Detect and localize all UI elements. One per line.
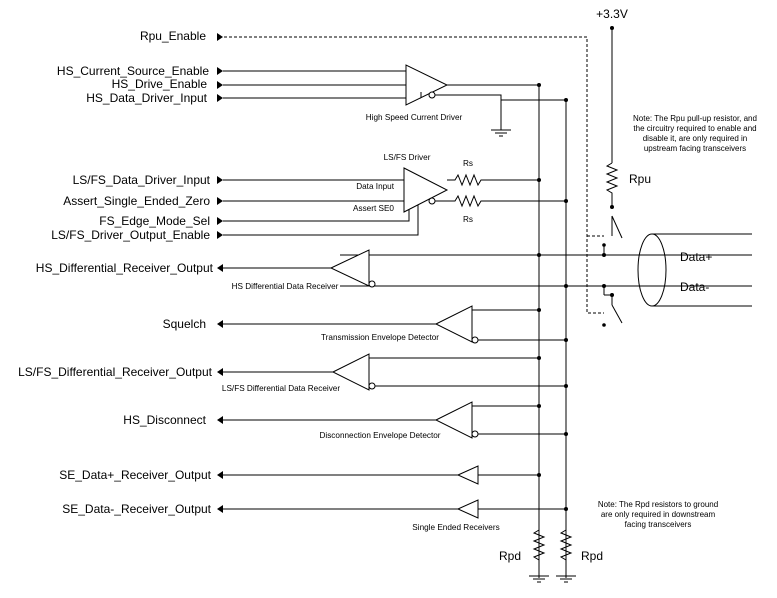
label-hs-drive-enable: HS_Drive_Enable: [112, 77, 208, 91]
wire-fs-edge: [223, 205, 410, 222]
label-rs-top: Rs: [463, 159, 473, 168]
label-transmission-envelope: Transmission Envelope Detector: [321, 333, 439, 342]
label-rpu: Rpu: [629, 172, 651, 186]
label-hs-diff-receiver: HS Differential Data Receiver: [232, 282, 339, 291]
lsfs-driver-inv-bubble: [428, 197, 436, 205]
label-hs-current-driver: High Speed Current Driver: [366, 113, 463, 122]
label-lsfs-differential-receiver-output: LS/FS_Differential_Receiver_Output: [18, 365, 213, 379]
label-lsfs-data-driver-input: LS/FS_Data_Driver_Input: [73, 173, 211, 187]
label-se-data-plus-receiver-output: SE_Data+_Receiver_Output: [59, 468, 211, 482]
junction-dplus-rpu: [602, 253, 606, 257]
arrow-se0: [217, 197, 223, 205]
rpu-note-line-3: disable it, are only required in: [643, 134, 748, 143]
arrow-hs-disconnect: [217, 416, 223, 424]
junction-dminus-bus: [564, 284, 568, 288]
junction-disc-plus: [537, 404, 541, 408]
junction-lsfs-rx-plus: [537, 356, 541, 360]
label-lsfs-driver: LS/FS Driver: [384, 153, 431, 162]
wire-lsfs-oe: [223, 205, 419, 236]
label-rpu-enable: Rpu_Enable: [140, 29, 206, 43]
label-data-plus: Data+: [680, 250, 712, 264]
rpu-note-line-1: Note: The Rpu pull-up resistor, and: [633, 114, 757, 123]
junction-hs-minus: [564, 98, 568, 102]
hs-diff-inv-bubble: [368, 280, 376, 288]
label-data-minus: Data-: [680, 280, 709, 294]
arrow-rpu-enable: [217, 33, 223, 41]
disconnection-inv-bubble: [471, 430, 479, 438]
junction-lsfs-rx-minus: [564, 384, 568, 388]
rpu-enable-dashed-line: [224, 36, 604, 314]
transmission-envelope-symbol: [434, 305, 473, 343]
label-rpd-right: Rpd: [581, 549, 603, 563]
lsfs-diff-receiver-symbol: [331, 353, 370, 391]
junction-disc-minus: [564, 432, 568, 436]
rpu-note-line-2: the circuitry required to enable and: [633, 124, 756, 133]
label-squelch: Squelch: [163, 317, 206, 331]
rs-bottom-resistor: [435, 194, 566, 208]
rpu-switch-contact-bottom: [602, 323, 606, 327]
label-single-ended-receivers: Single Ended Receivers: [412, 523, 499, 532]
rpu-switch-blade-bottom: [611, 304, 623, 324]
hs-diff-receiver-symbol: [329, 249, 370, 287]
arrow-lsfs-data: [217, 176, 223, 184]
label-assert-se0: Assert SE0: [353, 204, 394, 213]
junction-trans-minus: [564, 338, 568, 342]
label-disconnection-envelope: Disconnection Envelope Detector: [319, 431, 440, 440]
label-hs-disconnect: HS_Disconnect: [123, 413, 206, 427]
arrow-lsfs-oe: [217, 231, 223, 239]
lsfs-driver-symbol: [403, 167, 449, 213]
arrow-fs-edge: [217, 217, 223, 225]
junction-se-plus: [537, 473, 541, 477]
label-rpd-left: Rpd: [499, 549, 521, 563]
disconnection-envelope-symbol: [434, 401, 473, 439]
label-rs-bottom: Rs: [463, 215, 473, 224]
label-se-data-minus-receiver-output: SE_Data-_Receiver_Output: [62, 502, 211, 516]
rpd-left-resistor: [532, 529, 546, 576]
junction-se-minus: [564, 507, 568, 511]
rpu-resistor: [605, 162, 619, 207]
junction-hs-plus: [537, 83, 541, 87]
rpd-note-line-2: are only required in downstream: [601, 510, 716, 519]
cable-shield: [637, 233, 667, 307]
rpu-switch-blade-top: [611, 215, 623, 239]
arrow-hs-data: [217, 94, 223, 102]
label-hs-differential-receiver-output: HS_Differential_Receiver_Output: [36, 261, 214, 275]
arrow-hs-diff-out: [217, 264, 223, 272]
label-hs-data-driver-input: HS_Data_Driver_Input: [86, 91, 207, 105]
transmission-inv-bubble: [471, 336, 479, 344]
junction-dplus-bus: [537, 253, 541, 257]
hs-current-driver-symbol: [405, 64, 449, 106]
label-lsfs-driver-output-enable: LS/FS_Driver_Output_Enable: [51, 228, 210, 242]
arrow-se-plus: [217, 471, 223, 479]
arrow-hs-current: [217, 67, 223, 75]
rpd-right-resistor: [559, 529, 573, 576]
wire-hs-ground: [445, 94, 502, 130]
rpd-note: Note: The Rpd resistors to ground are on…: [598, 500, 718, 529]
se-plus-receiver-symbol: [456, 465, 479, 485]
se-minus-receiver-symbol: [456, 499, 479, 519]
label-assert-single-ended-zero: Assert_Single_Ended_Zero: [63, 194, 210, 208]
rpu-note: Note: The Rpu pull-up resistor, and the …: [633, 114, 757, 153]
rs-top-resistor: [447, 173, 539, 187]
junction-rs-minus: [564, 199, 568, 203]
label-supply: +3.3V: [596, 7, 628, 21]
hs-driver-inv-bubble: [428, 91, 436, 99]
lsfs-diff-inv-bubble: [368, 382, 376, 390]
label-data-input: Data Input: [356, 182, 395, 191]
label-fs-edge-mode-sel: FS_Edge_Mode_Sel: [99, 214, 210, 228]
rpu-bottom-node: [610, 205, 614, 209]
junction-rs-plus: [537, 178, 541, 182]
arrow-hs-drive: [217, 81, 223, 89]
rpu-note-line-4: upstream facing transceivers: [644, 144, 746, 153]
arrow-se-minus: [217, 505, 223, 513]
arrow-lsfs-diff-out: [217, 368, 223, 376]
junction-trans-plus: [537, 308, 541, 312]
arrow-squelch: [217, 320, 223, 328]
label-lsfs-diff-receiver: LS/FS Differential Data Receiver: [222, 384, 340, 393]
rpd-note-line-1: Note: The Rpd resistors to ground: [598, 500, 718, 509]
rpd-note-line-3: facing transceivers: [625, 520, 692, 529]
label-hs-current-source-enable: HS_Current_Source_Enable: [57, 64, 209, 78]
